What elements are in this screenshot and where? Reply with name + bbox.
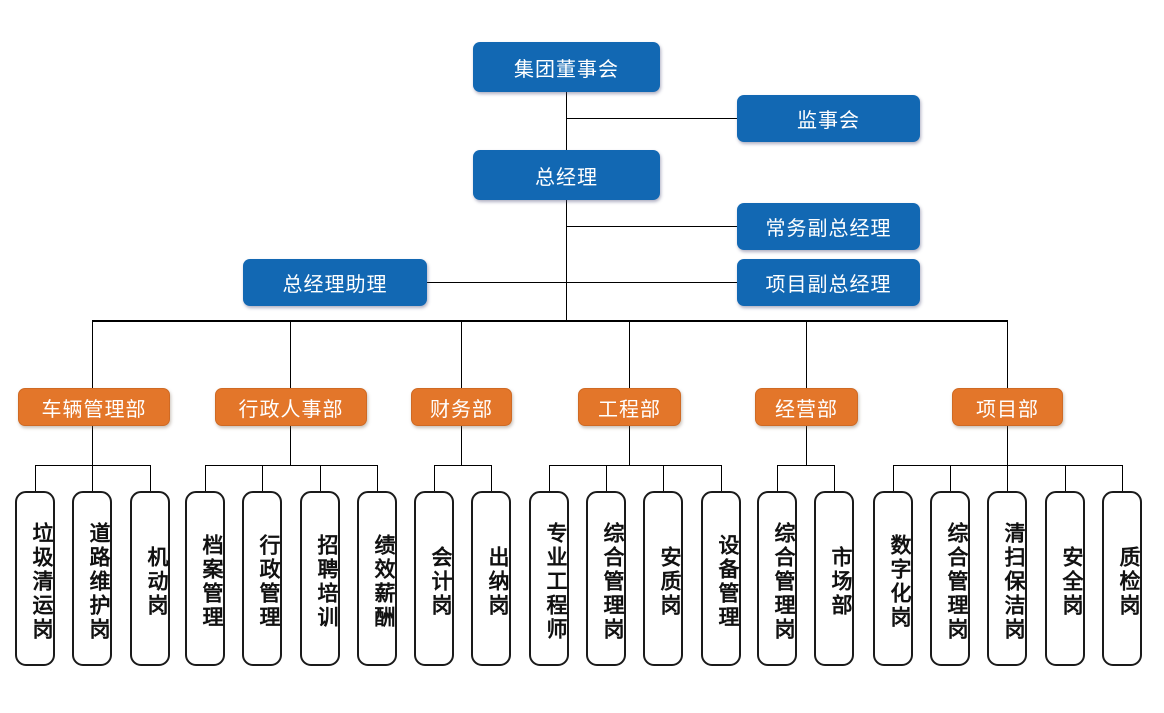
- connector-leaf-1: [35, 465, 36, 491]
- position-bus-dept-3: [434, 465, 491, 466]
- node-position-flexible-duty[interactable]: 机动岗: [130, 491, 170, 666]
- position-bus-dept-4: [549, 465, 721, 466]
- node-department-vehicle[interactable]: 车辆管理部: [18, 388, 170, 426]
- connector-bus-to-dept-6: [1007, 321, 1008, 388]
- connector-gm-to-project-deputy: [566, 282, 737, 283]
- node-position-recruitment-training[interactable]: 招聘培训: [300, 491, 340, 666]
- connector-bus-to-dept-3: [461, 321, 462, 388]
- connector-leaf-5: [262, 465, 263, 491]
- node-position-operations-general-management[interactable]: 综合管理岗: [757, 491, 797, 666]
- node-position-performance-compensation[interactable]: 绩效薪酬: [357, 491, 397, 666]
- connector-leaf-12: [663, 465, 664, 491]
- node-position-digitalization[interactable]: 数字化岗: [873, 491, 913, 666]
- connector-dept-5-stem: [806, 426, 807, 466]
- connector-bus-to-dept-2: [290, 321, 291, 388]
- node-position-accounting[interactable]: 会计岗: [414, 491, 454, 666]
- connector-gm-to-bus: [566, 200, 567, 321]
- node-position-administrative-management[interactable]: 行政管理: [242, 491, 282, 666]
- connector-leaf-4: [205, 465, 206, 491]
- position-bus-dept-6: [893, 465, 1123, 466]
- connector-board-to-gm: [566, 92, 567, 150]
- node-department-finance[interactable]: 财务部: [411, 388, 512, 426]
- department-bus: [92, 320, 1008, 322]
- connector-dept-2-stem: [290, 426, 291, 466]
- connector-leaf-11: [606, 465, 607, 491]
- node-position-cleaning-sanitation[interactable]: 清扫保洁岗: [987, 491, 1027, 666]
- connector-leaf-17: [950, 465, 951, 491]
- node-position-professional-engineer[interactable]: 专业工程师: [529, 491, 569, 666]
- node-gm-assistant[interactable]: 总经理助理: [243, 259, 427, 306]
- connector-leaf-3: [150, 465, 151, 491]
- connector-gm-assistant-to-gm: [427, 282, 567, 283]
- node-board[interactable]: 集团董事会: [473, 42, 660, 92]
- node-department-project[interactable]: 项目部: [952, 388, 1063, 426]
- node-department-admin-hr[interactable]: 行政人事部: [215, 388, 367, 426]
- connector-leaf-15: [834, 465, 835, 491]
- node-position-records-management[interactable]: 档案管理: [185, 491, 225, 666]
- connector-leaf-8: [434, 465, 435, 491]
- node-department-engineering[interactable]: 工程部: [578, 388, 681, 426]
- node-position-quality-inspection[interactable]: 质检岗: [1102, 491, 1142, 666]
- connector-leaf-13: [721, 465, 722, 491]
- connector-dept-4-stem: [629, 426, 630, 466]
- connector-leaf-9: [491, 465, 492, 491]
- connector-bus-to-dept-4: [629, 321, 630, 388]
- node-position-road-maintenance[interactable]: 道路维护岗: [72, 491, 112, 666]
- node-project-deputy-gm[interactable]: 项目副总经理: [737, 259, 920, 306]
- node-position-project-general-management[interactable]: 综合管理岗: [930, 491, 970, 666]
- connector-leaf-14: [777, 465, 778, 491]
- node-department-operations[interactable]: 经营部: [755, 388, 858, 426]
- connector-leaf-18: [1007, 465, 1008, 491]
- connector-gm-to-executive-deputy: [566, 226, 737, 227]
- connector-bus-to-dept-5: [806, 321, 807, 388]
- connector-leaf-19: [1065, 465, 1066, 491]
- connector-dept-6-stem: [1007, 426, 1008, 466]
- position-bus-dept-2: [205, 465, 377, 466]
- node-general-manager[interactable]: 总经理: [473, 150, 660, 200]
- connector-leaf-10: [549, 465, 550, 491]
- node-position-safety-quality[interactable]: 安质岗: [643, 491, 683, 666]
- position-bus-dept-5: [777, 465, 834, 466]
- connector-dept-1-stem: [92, 426, 93, 466]
- connector-leaf-20: [1122, 465, 1123, 491]
- connector-bus-to-dept-1: [92, 321, 93, 388]
- connector-leaf-7: [377, 465, 378, 491]
- connector-dept-3-stem: [461, 426, 462, 466]
- node-position-trash-transport[interactable]: 垃圾清运岗: [15, 491, 55, 666]
- connector-leaf-2: [92, 465, 93, 491]
- node-position-engineering-general-management[interactable]: 综合管理岗: [586, 491, 626, 666]
- connector-leaf-6: [320, 465, 321, 491]
- connector-board-to-supervisory: [566, 118, 737, 119]
- node-position-cashier[interactable]: 出纳岗: [471, 491, 511, 666]
- node-position-equipment-management[interactable]: 设备管理: [701, 491, 741, 666]
- connector-leaf-16: [893, 465, 894, 491]
- node-supervisory-board[interactable]: 监事会: [737, 95, 920, 142]
- node-position-marketing[interactable]: 市场部: [814, 491, 854, 666]
- node-executive-deputy-gm[interactable]: 常务副总经理: [737, 203, 920, 250]
- node-position-safety[interactable]: 安全岗: [1045, 491, 1085, 666]
